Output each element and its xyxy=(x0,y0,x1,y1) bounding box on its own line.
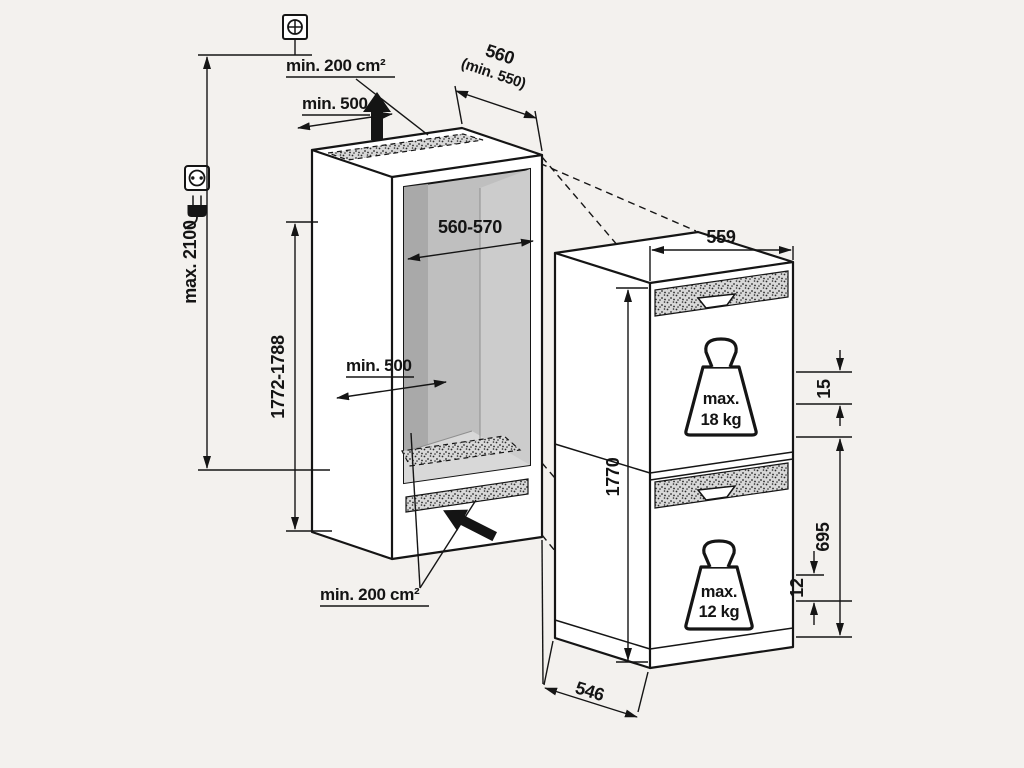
niche-top-front-edge xyxy=(390,153,544,179)
label-top-width: min. 500 xyxy=(302,94,368,113)
weight-knob xyxy=(704,337,738,368)
lower-weight-max-label: max. xyxy=(701,583,737,601)
airflow-in-arrow-shape xyxy=(443,509,498,542)
dim-top-width: min. 500 xyxy=(297,94,393,131)
label-bottom-vent: min. 200 cm² xyxy=(320,585,420,604)
appliance-top-left-edge xyxy=(553,251,652,285)
outlet-pin-hole xyxy=(199,176,203,180)
dim-appliance-width: 559 xyxy=(649,227,794,281)
lower-door-grip-strip xyxy=(654,462,789,509)
base-line xyxy=(649,627,794,650)
label-niche-height: 1772-1788 xyxy=(268,335,288,419)
dim-appliance-height: 1770 xyxy=(603,287,648,663)
lower-weight-value-label: 12 kg xyxy=(699,603,740,621)
upper-door-grip-notch xyxy=(696,293,737,309)
label-door-695: 695 xyxy=(813,522,833,551)
dim-ext xyxy=(534,110,543,152)
dim-floor-width: min. 500 xyxy=(336,356,447,401)
label-top-vent: min. 200 cm² xyxy=(286,56,386,75)
weight-body xyxy=(684,365,758,437)
base-side-line xyxy=(554,619,651,650)
label-niche-depth-group: 560 (min. 550) xyxy=(459,40,528,92)
label-appliance-depth: 546 xyxy=(573,677,607,705)
dim-line xyxy=(297,111,393,131)
label-gap-15: 15 xyxy=(814,379,834,399)
niche-top-left-edge xyxy=(310,148,394,179)
lower-door-grip-notch xyxy=(696,485,737,501)
floor-vent-hatch xyxy=(401,435,522,467)
dim-inner-width: 560-570 xyxy=(407,217,534,262)
leader-line xyxy=(410,432,421,589)
screw-icon xyxy=(282,14,308,55)
weight-knob xyxy=(702,539,736,568)
top-vent-hatch xyxy=(327,133,484,161)
power-plug-icon xyxy=(184,195,207,230)
lower-door-weight-icon: max. 12 kg xyxy=(684,539,754,631)
door-split-line xyxy=(649,458,794,481)
niche-interior-left-wall xyxy=(404,184,428,483)
dim-line xyxy=(336,379,447,401)
door-split-side-line xyxy=(554,443,651,474)
dim-ceiling-height: max. 2100 xyxy=(180,54,330,471)
upper-weight-max-label: max. xyxy=(703,390,739,408)
dim-gap-12: 12 xyxy=(787,551,852,625)
label-gap-12: 12 xyxy=(787,578,807,598)
upper-door-weight-icon: max. 18 kg xyxy=(684,337,758,437)
power-outlet-icon xyxy=(184,165,210,191)
dim-door-695: 695 xyxy=(796,436,852,638)
appliance-drawing: max. 18 kg max. 12 kg xyxy=(553,230,795,670)
leader-line xyxy=(355,78,429,136)
weight-body xyxy=(684,565,754,631)
dim-top-vent: min. 200 cm² xyxy=(286,56,429,136)
dim-niche-height: 1772-1788 xyxy=(268,221,332,532)
outlet-pin-hole xyxy=(191,176,195,180)
interior-floor-edge xyxy=(403,430,473,453)
dim-line xyxy=(544,687,638,718)
appliance-top-front-edge xyxy=(648,260,795,285)
dim-gap-15: 15 xyxy=(796,350,852,426)
dim-appliance-depth: 546 xyxy=(541,539,649,718)
plug-body xyxy=(187,205,207,217)
dim-line xyxy=(407,238,534,262)
bottom-vent-hatch xyxy=(405,478,529,513)
label-inner-width: 560-570 xyxy=(438,217,502,237)
dim-line xyxy=(455,90,537,119)
upper-weight-value-label: 18 kg xyxy=(701,411,742,429)
leader-line xyxy=(419,499,477,589)
label-ceiling-height: max. 2100 xyxy=(180,220,200,304)
dim-ext xyxy=(541,539,544,685)
airflow-in-arrow xyxy=(443,509,498,542)
dim-ext xyxy=(637,671,649,713)
plug-cable xyxy=(184,216,198,230)
dimensions: max. 2100 1772-1788 min. 200 cm² min. 50… xyxy=(180,40,852,718)
door-split-line xyxy=(649,451,794,474)
upper-door-grip-strip xyxy=(654,270,789,317)
niche-interior-right-wall xyxy=(480,169,530,465)
label-appliance-height: 1770 xyxy=(603,457,623,496)
dim-ext xyxy=(543,640,554,686)
icons xyxy=(184,14,308,230)
label-appliance-width: 559 xyxy=(706,227,735,247)
label-floor-width: min. 500 xyxy=(346,356,412,375)
dim-bottom-vent: min. 200 cm² xyxy=(320,432,477,607)
niche-drawing xyxy=(310,92,544,561)
